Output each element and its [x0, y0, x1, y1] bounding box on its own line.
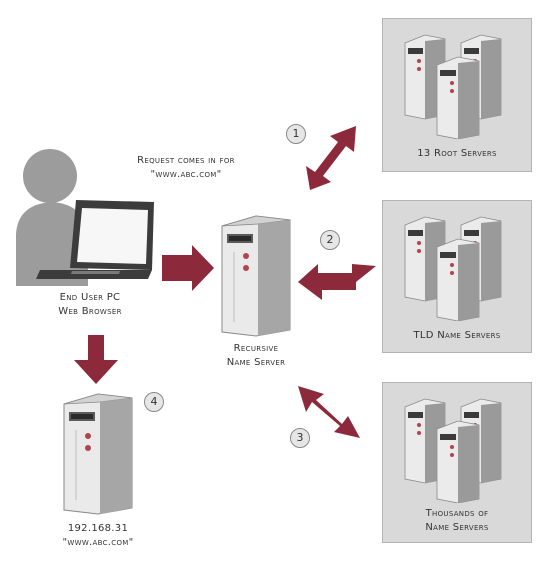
arrow-down-icon	[74, 335, 118, 384]
authoritative-servers-label-line1: Thousands of	[425, 508, 489, 519]
recursive-server-label-line1: Recursive	[233, 343, 279, 354]
server-cluster-icon	[404, 216, 502, 321]
web-server-host: "www.abc.com"	[62, 537, 134, 548]
recursive-server-label-line2: Name Server	[226, 357, 286, 368]
server-tower	[436, 238, 480, 321]
person-head	[23, 149, 77, 203]
tld-servers-panel: TLD Name Servers	[382, 200, 532, 353]
server-tower	[436, 56, 480, 139]
status-light	[85, 445, 91, 451]
server-tower	[436, 420, 480, 503]
status-light	[85, 433, 91, 439]
step-3-badge: 3	[290, 428, 310, 448]
double-arrow-horizontal-icon	[298, 264, 376, 300]
laptop-base	[36, 270, 152, 279]
step-4-badge: 4	[144, 392, 164, 412]
root-servers-panel: 13 Root Servers	[382, 18, 532, 172]
server-tower	[404, 398, 446, 484]
step-1-badge: 1	[286, 124, 306, 144]
end-user-label-line1: End User PC	[59, 292, 121, 303]
double-arrow-diagonal-icon	[306, 126, 356, 190]
end-user-icon	[16, 149, 154, 286]
tld-servers-label: TLD Name Servers	[413, 330, 501, 341]
arrow-right-icon	[162, 245, 214, 291]
web-server-icon	[63, 393, 133, 515]
request-label-line2: "www.abc.com"	[150, 169, 222, 180]
double-arrow-diagonal-icon	[298, 386, 360, 438]
request-label-line1: Request comes in for	[137, 155, 235, 166]
server-cluster-icon	[404, 34, 502, 139]
status-light	[243, 253, 249, 259]
server-cluster-icon	[404, 398, 502, 503]
web-server-ip: 192.168.31	[67, 523, 129, 534]
person-body	[16, 202, 88, 286]
authoritative-servers-label-line2: Name Servers	[425, 522, 489, 533]
status-light	[243, 265, 249, 271]
end-user-label-line2: Web Browser	[58, 306, 122, 317]
authoritative-servers-panel: Thousands of Name Servers	[382, 382, 532, 543]
step-2-badge: 2	[320, 230, 340, 250]
recursive-server-icon	[221, 215, 291, 337]
root-servers-label: 13 Root Servers	[417, 148, 497, 159]
